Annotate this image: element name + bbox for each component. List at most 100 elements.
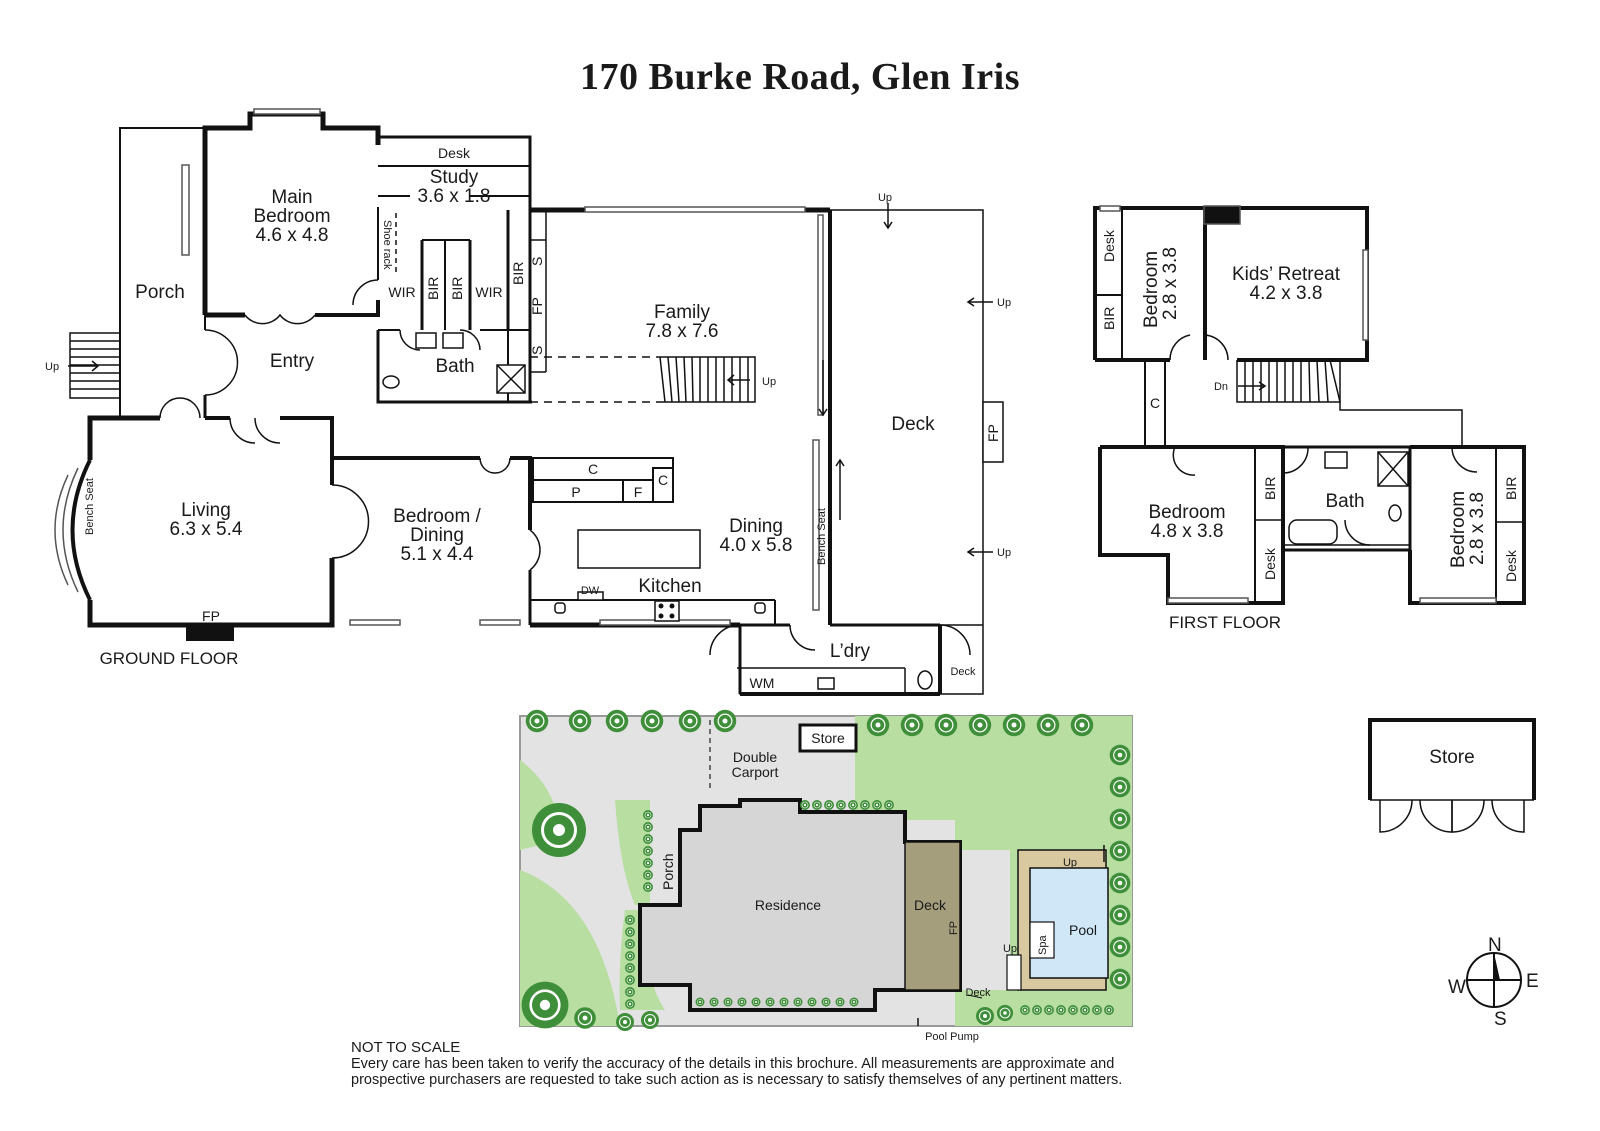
stairs-up-label: Up bbox=[762, 376, 776, 388]
laundry-deck-label: Deck bbox=[950, 666, 976, 678]
compass-s: S bbox=[1494, 1009, 1507, 1030]
disclaimer-line-1: Every care has been taken to verify the … bbox=[351, 1056, 1115, 1072]
study-size: 3.6 x 1.8 bbox=[418, 186, 491, 207]
tree-icon bbox=[695, 997, 705, 1007]
ground-floor-walls bbox=[87, 111, 984, 696]
tree-icon bbox=[847, 799, 859, 811]
first-floor-doors bbox=[1169, 334, 1478, 546]
main-bedroom-size: 4.6 x 4.8 bbox=[256, 225, 329, 246]
tree-icon bbox=[1002, 713, 1026, 737]
page-title: 170 Burke Road, Glen Iris bbox=[579, 56, 1021, 98]
washing-machine-label: WM bbox=[750, 675, 775, 691]
tree-icon bbox=[624, 938, 636, 950]
pool-up-label-2: Up bbox=[1003, 943, 1017, 955]
ground-floor-doors bbox=[159, 279, 971, 656]
first-bath-fixtures bbox=[1288, 451, 1409, 545]
dining-label: Dining bbox=[729, 516, 783, 537]
spa-label: Spa bbox=[1037, 935, 1049, 955]
tree-icon bbox=[615, 1012, 635, 1032]
ground-floor-label: GROUND FLOOR bbox=[100, 649, 239, 668]
living-fireplace bbox=[186, 625, 234, 641]
bir-label-ff-1: BIR bbox=[1101, 307, 1117, 330]
residence-label: Residence bbox=[755, 897, 821, 913]
disclaimer-heading: NOT TO SCALE bbox=[351, 1039, 461, 1056]
kitchen-cabinetry bbox=[532, 457, 933, 690]
study-desk-label: Desk bbox=[438, 145, 471, 161]
disclaimer: NOT TO SCALE Every care has been taken t… bbox=[351, 1039, 1122, 1089]
pool-pump-label: Pool Pump bbox=[925, 1031, 979, 1043]
tree-icon bbox=[1055, 1004, 1067, 1016]
tree-icon bbox=[1019, 1004, 1031, 1016]
bir-label-ff-2: BIR bbox=[1262, 477, 1278, 500]
compass-e: E bbox=[1526, 971, 1539, 992]
wir-label-2: WIR bbox=[475, 284, 502, 300]
first-floor-walls bbox=[1093, 206, 1526, 605]
tree-icon bbox=[642, 809, 654, 821]
first-floor-label: FIRST FLOOR bbox=[1169, 613, 1281, 632]
site-fp-label: FP bbox=[948, 921, 960, 935]
tree-icon bbox=[811, 799, 823, 811]
tree-icon bbox=[975, 1006, 995, 1026]
tree-icon bbox=[1109, 872, 1131, 894]
compass-n: N bbox=[1488, 935, 1502, 956]
tree-icon bbox=[605, 709, 629, 733]
tree-icon bbox=[799, 799, 811, 811]
site-store-label: Store bbox=[811, 730, 845, 746]
living-fp-label: FP bbox=[202, 608, 220, 624]
outbuilding-store-label: Store bbox=[1429, 747, 1474, 768]
main-bedroom-label: Main bbox=[271, 187, 312, 208]
ground-floor-windows bbox=[181, 108, 824, 626]
site-deck-label: Deck bbox=[914, 897, 947, 913]
tree-icon bbox=[1036, 713, 1060, 737]
tree-icon bbox=[900, 713, 924, 737]
tree-icon bbox=[934, 713, 958, 737]
bedroom-b-size: 4.8 x 3.8 bbox=[1151, 521, 1224, 542]
bedroom-dining-label-2: Dining bbox=[410, 525, 464, 546]
tree-icon bbox=[1109, 904, 1131, 926]
linen-c-label: C bbox=[1150, 395, 1160, 411]
tree-icon bbox=[642, 869, 654, 881]
cupboard-c-label: C bbox=[658, 472, 668, 488]
pantry-p-label: P bbox=[571, 484, 580, 500]
tree-icon bbox=[624, 914, 636, 926]
tree-icon bbox=[530, 801, 588, 859]
outbuilding-store bbox=[1368, 718, 1536, 833]
tree-icon bbox=[723, 997, 733, 1007]
living-bay-window bbox=[70, 459, 92, 601]
tree-icon bbox=[1043, 1004, 1055, 1016]
tree-icon bbox=[1109, 776, 1131, 798]
deck-arrows bbox=[818, 203, 993, 557]
tree-icon bbox=[1091, 1004, 1103, 1016]
deck-up-label-2: Up bbox=[997, 297, 1011, 309]
pool-up-label-1: Up bbox=[1063, 857, 1077, 869]
tree-icon bbox=[779, 997, 789, 1007]
tree-icon bbox=[642, 821, 654, 833]
tree-icon bbox=[624, 950, 636, 962]
tree-icon bbox=[1109, 808, 1131, 830]
bedroom-c-label: Bedroom bbox=[1448, 491, 1469, 568]
bir-label-2: BIR bbox=[449, 277, 465, 300]
deck-fp-label: FP bbox=[985, 424, 1001, 442]
fridge-f-label: F bbox=[634, 484, 643, 500]
tree-icon bbox=[1031, 1004, 1043, 1016]
site-deck-small-label: Deck bbox=[965, 987, 991, 999]
dishwasher-label: DW bbox=[581, 585, 600, 597]
tree-icon bbox=[996, 1004, 1014, 1022]
tree-icon bbox=[1109, 840, 1131, 862]
ground-bath-fixtures bbox=[382, 332, 526, 394]
first-floor-stairs bbox=[1236, 359, 1341, 403]
first-floor-labels: Desk BIR Bedroom 2.8 x 3.8 Kids’ Retreat… bbox=[1101, 229, 1519, 632]
pantry-c-label: C bbox=[588, 461, 598, 477]
study-label: Study bbox=[430, 167, 479, 188]
bedroom-dining-size: 5.1 x 4.4 bbox=[401, 544, 474, 565]
bedroom-b-label: Bedroom bbox=[1148, 502, 1225, 523]
family-stairs bbox=[659, 356, 756, 403]
tree-icon bbox=[678, 709, 702, 733]
tree-icon bbox=[642, 833, 654, 845]
tree-icon bbox=[849, 997, 859, 1007]
living-label: Living bbox=[181, 500, 231, 521]
front-steps bbox=[68, 332, 121, 399]
tree-icon bbox=[624, 974, 636, 986]
site-plan bbox=[519, 715, 1133, 1027]
